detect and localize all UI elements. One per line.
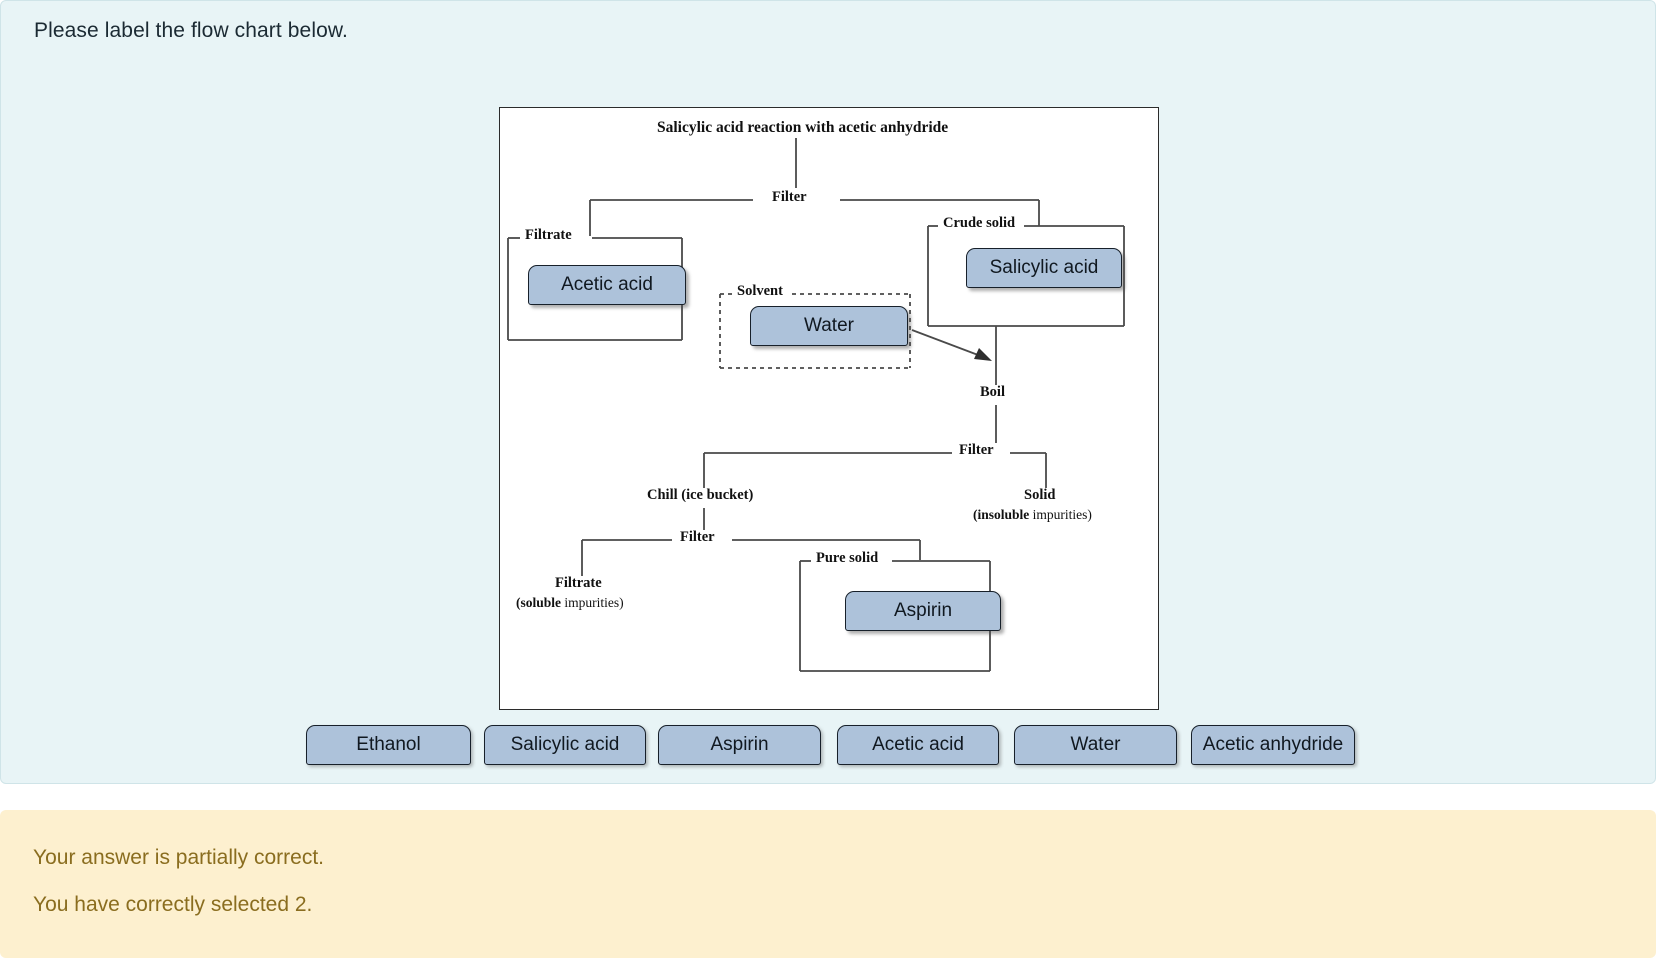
node-filtrate-low-sub: (soluble impurities) [511,595,629,611]
node-solid-sub: (insoluble impurities) [968,507,1097,523]
word-bank-chip-aspirin[interactable]: Aspirin [658,725,821,765]
pure-solid-answer-slot[interactable]: Aspirin [845,591,1001,631]
node-crude-solid: Crude solid [938,215,1021,232]
flow-chart: Salicylic acid reaction with acetic anhy… [500,108,1160,711]
feedback-line-2: You have correctly selected 2. [33,893,313,916]
word-bank-chip-salicylic-acid[interactable]: Salicylic acid [484,725,646,765]
flow-chart-connectors [507,138,1125,672]
chart-title: Salicylic acid reaction with acetic anhy… [652,119,954,137]
word-bank: Ethanol Salicylic acid Aspirin Acetic ac… [1,725,1656,771]
crude-solid-answer-slot[interactable]: Salicylic acid [966,248,1122,288]
word-bank-chip-acetic-acid[interactable]: Acetic acid [837,725,999,765]
node-chill: Chill (ice bucket) [642,487,759,504]
node-boil: Boil [975,384,1010,401]
flow-chart-frame: Salicylic acid reaction with acetic anhy… [499,107,1159,710]
node-filter-low: Filter [675,529,720,546]
solvent-answer-slot[interactable]: Water [750,306,908,346]
word-bank-chip-acetic-anhydride[interactable]: Acetic anhydride [1191,725,1355,765]
node-solvent: Solvent [732,283,788,300]
filtrate-answer-slot[interactable]: Acetic acid [528,265,686,305]
page-title: Please label the flow chart below. [34,19,348,42]
word-bank-chip-ethanol[interactable]: Ethanol [306,725,471,765]
question-card: Please label the flow chart below. [0,0,1656,784]
node-filtrate-low-main: Filtrate [550,575,607,592]
node-filter-top: Filter [767,189,812,206]
word-bank-chip-water[interactable]: Water [1014,725,1177,765]
node-pure-solid: Pure solid [811,550,884,567]
feedback-panel: Your answer is partially correct. You ha… [0,810,1656,958]
feedback-line-1: Your answer is partially correct. [33,846,325,869]
node-filter-mid: Filter [954,442,999,459]
node-solid-main: Solid [1019,487,1061,504]
node-filtrate-left: Filtrate [520,227,577,244]
